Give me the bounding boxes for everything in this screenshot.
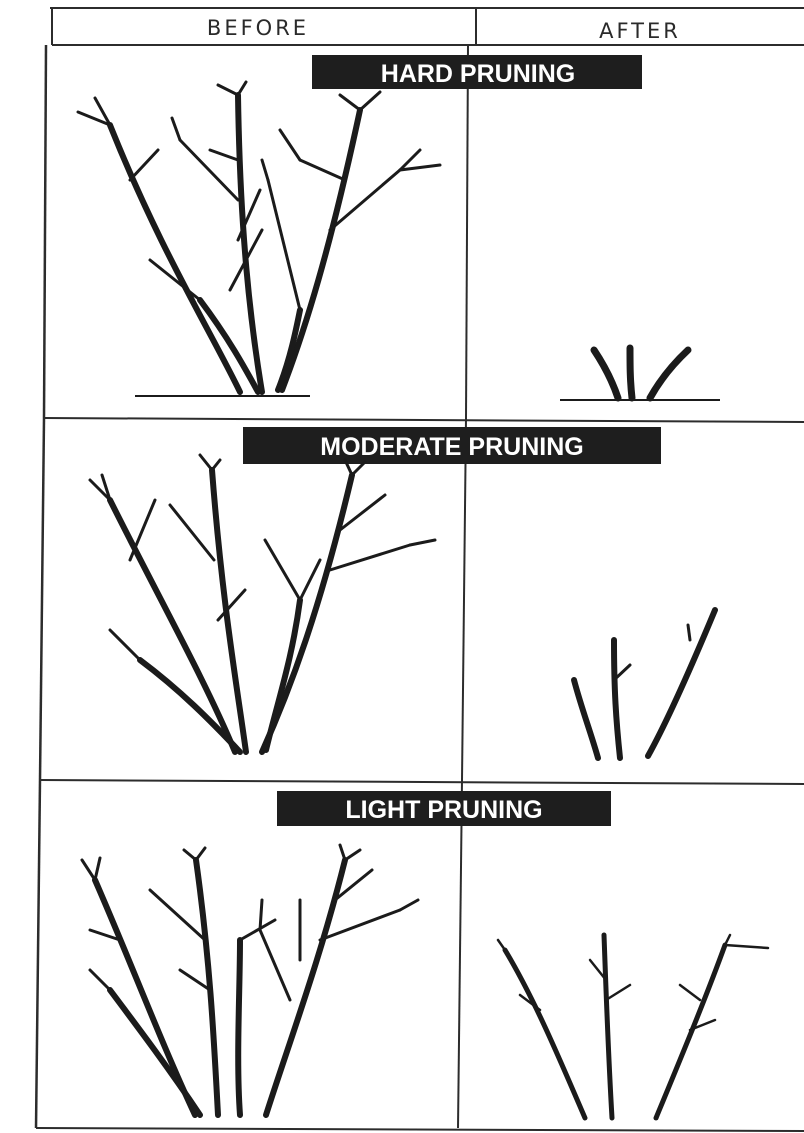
diagram-frame — [36, 8, 804, 1131]
section-label-moderate: MODERATE PRUNING — [320, 433, 583, 461]
section-label-hard: HARD PRUNING — [381, 60, 575, 88]
rose-bush-hard-before — [78, 82, 440, 396]
section-banner-moderate: MODERATE PRUNING — [243, 427, 661, 464]
rose-bush-hard-after — [560, 348, 720, 400]
rose-bush-light-after — [498, 935, 768, 1118]
section-label-light: LIGHT PRUNING — [345, 796, 542, 824]
rose-bush-moderate-before — [90, 455, 435, 752]
rose-bush-light-before — [82, 845, 418, 1115]
section-banner-hard: HARD PRUNING — [312, 55, 642, 89]
column-header-after: AFTER — [599, 19, 681, 43]
section-banner-light: LIGHT PRUNING — [277, 791, 611, 826]
rose-bush-moderate-after — [574, 610, 715, 758]
column-header-before: BEFORE — [207, 16, 309, 40]
